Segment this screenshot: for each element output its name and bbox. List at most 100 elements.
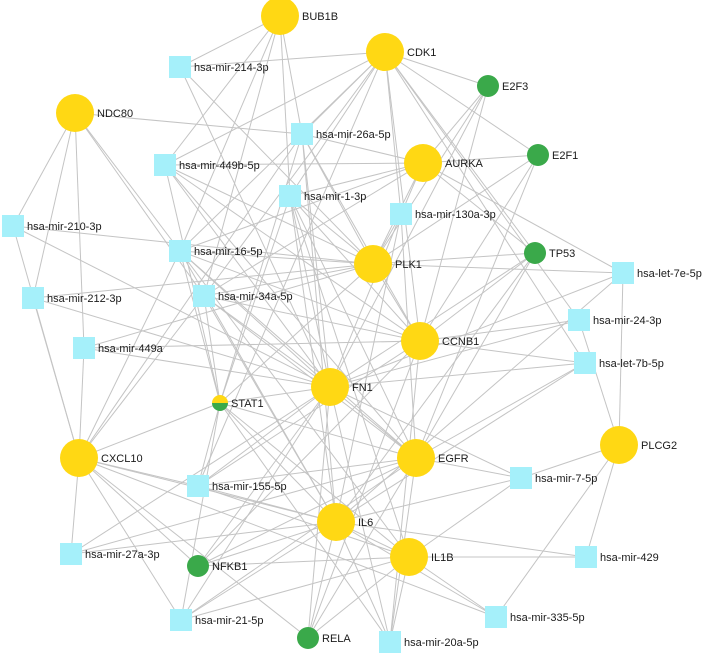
node-label: hsa-mir-214-3p: [194, 62, 269, 74]
edge-stat1-il6: [219, 402, 337, 523]
node-hsa-mir-24-3p[interactable]: hsa-mir-24-3p: [568, 309, 661, 331]
node-fn1[interactable]: FN1: [311, 368, 373, 406]
node-label: EGFR: [438, 453, 469, 465]
edge-e2f1-aurka: [422, 154, 539, 164]
node-hsa-mir-16-5p[interactable]: hsa-mir-16-5p: [169, 240, 262, 262]
edge-hsa-mir-26a-5p-aurka: [301, 133, 424, 164]
mirna-node-square: [279, 185, 301, 207]
node-ndc80[interactable]: NDC80: [56, 94, 133, 132]
node-label: hsa-mir-27a-3p: [85, 549, 160, 561]
edge-hsa-mir-449a-ndc80: [74, 112, 85, 349]
edge-nfkb1-cxcl10: [78, 457, 199, 567]
node-il1b[interactable]: IL1B: [390, 538, 454, 576]
node-hsa-let-7e-5p[interactable]: hsa-let-7e-5p: [612, 262, 702, 284]
node-egfr[interactable]: EGFR: [397, 439, 469, 477]
node-hsa-mir-210-3p[interactable]: hsa-mir-210-3p: [2, 215, 102, 237]
edge-hsa-mir-26a-5p-ccnb1: [301, 133, 421, 342]
node-label: hsa-mir-429: [600, 552, 659, 564]
edge-hsa-let-7b-5p-cdk1: [384, 51, 586, 364]
edge-hsa-mir-27a-3p-egfr: [70, 457, 417, 555]
gene-node-circle: [354, 245, 392, 283]
node-hsa-mir-429[interactable]: hsa-mir-429: [575, 546, 659, 568]
node-cdk1[interactable]: CDK1: [366, 33, 436, 71]
edge-hsa-mir-155-5p-il1b: [197, 485, 410, 558]
edge-hsa-mir-1-3p-il6: [289, 195, 337, 523]
mirna-node-square: [390, 203, 412, 225]
node-nfkb1[interactable]: NFKB1: [187, 555, 247, 577]
node-il6[interactable]: IL6: [317, 503, 373, 541]
node-label: hsa-let-7e-5p: [637, 268, 702, 280]
edge-hsa-mir-16-5p-bub1b: [179, 15, 281, 252]
edge-hsa-mir-214-3p-plk1: [179, 66, 374, 265]
node-hsa-mir-449b-5p[interactable]: hsa-mir-449b-5p: [154, 154, 260, 176]
node-hsa-mir-7-5p[interactable]: hsa-mir-7-5p: [510, 467, 597, 489]
edge-hsa-mir-34a-5p-cdk1: [203, 51, 386, 297]
node-bub1b[interactable]: BUB1B: [261, 0, 338, 35]
edge-stat1-hsa-mir-34a-5p: [203, 295, 221, 404]
node-hsa-let-7b-5p[interactable]: hsa-let-7b-5p: [574, 352, 664, 374]
node-rela[interactable]: RELA: [297, 627, 351, 649]
node-label: hsa-mir-34a-5p: [218, 291, 293, 303]
node-hsa-mir-1-3p[interactable]: hsa-mir-1-3p: [279, 185, 366, 207]
mirna-node-square: [485, 606, 507, 628]
node-label: STAT1: [231, 398, 264, 410]
edge-hsa-mir-1-3p-bub1b: [279, 15, 291, 197]
edge-nfkb1-egfr: [197, 457, 417, 567]
mirna-node-square: [187, 475, 209, 497]
node-label: hsa-mir-212-3p: [47, 293, 122, 305]
edge-hsa-let-7b-5p-fn1: [329, 362, 586, 388]
edge-tp53-cdk1: [384, 51, 536, 254]
node-hsa-mir-27a-3p[interactable]: hsa-mir-27a-3p: [60, 543, 160, 565]
edge-hsa-mir-26a-5p-bub1b: [279, 15, 303, 135]
node-hsa-mir-34a-5p[interactable]: hsa-mir-34a-5p: [193, 285, 293, 307]
edge-e2f1-cdk1: [384, 51, 539, 156]
edge-hsa-mir-449a-fn1: [83, 347, 331, 388]
node-label: NFKB1: [212, 561, 247, 573]
node-hsa-mir-21-5p[interactable]: hsa-mir-21-5p: [170, 609, 263, 631]
edge-e2f1-egfr: [415, 154, 539, 459]
edge-hsa-mir-449a-ccnb1: [83, 340, 421, 349]
mirna-node-square: [291, 123, 313, 145]
edge-tp53-fn1: [329, 252, 536, 388]
node-tp53[interactable]: TP53: [524, 242, 575, 264]
mirna-node-square: [575, 546, 597, 568]
mirna-node-square: [574, 352, 596, 374]
node-hsa-mir-26a-5p[interactable]: hsa-mir-26a-5p: [291, 123, 391, 145]
mirna-node-square: [170, 609, 192, 631]
gene-node-circle: [404, 144, 442, 182]
edge-hsa-mir-210-3p-plk1: [12, 225, 374, 265]
node-label: E2F1: [552, 150, 578, 162]
edge-tp53-plk1: [372, 252, 536, 265]
node-hsa-mir-214-3p[interactable]: hsa-mir-214-3p: [169, 56, 269, 78]
node-label: CXCL10: [101, 453, 143, 465]
edge-stat1-il1b: [219, 402, 410, 558]
node-hsa-mir-20a-5p[interactable]: hsa-mir-20a-5p: [379, 631, 479, 653]
tf-node-circle: [524, 242, 546, 264]
node-hsa-mir-155-5p[interactable]: hsa-mir-155-5p: [187, 475, 287, 497]
node-ccnb1[interactable]: CCNB1: [401, 322, 479, 360]
edge-stat1-plk1: [219, 263, 374, 404]
edge-hsa-mir-34a-5p-fn1: [203, 295, 331, 388]
edge-hsa-mir-20a-5p-fn1: [329, 386, 391, 643]
node-label: PLK1: [395, 259, 422, 271]
node-hsa-mir-212-3p[interactable]: hsa-mir-212-3p: [22, 287, 122, 309]
node-aurka[interactable]: AURKA: [404, 144, 484, 182]
node-cxcl10[interactable]: CXCL10: [60, 439, 143, 477]
node-hsa-mir-335-5p[interactable]: hsa-mir-335-5p: [485, 606, 585, 628]
gene-node-circle: [397, 439, 435, 477]
edge-hsa-mir-1-3p-fn1: [289, 195, 331, 388]
node-e2f3[interactable]: E2F3: [477, 75, 528, 97]
node-e2f1[interactable]: E2F1: [527, 144, 578, 166]
node-label: IL6: [358, 517, 373, 529]
node-plcg2[interactable]: PLCG2: [600, 426, 677, 464]
node-hsa-mir-130a-3p[interactable]: hsa-mir-130a-3p: [390, 203, 496, 225]
node-hsa-mir-449a[interactable]: hsa-mir-449a: [73, 337, 164, 359]
edge-hsa-mir-16-5p-il1b: [179, 250, 410, 558]
node-label: FN1: [352, 382, 373, 394]
node-stat1[interactable]: STAT1: [212, 395, 264, 411]
mirna-node-square: [60, 543, 82, 565]
edge-hsa-let-7b-5p-ccnb1: [419, 340, 586, 364]
node-plk1[interactable]: PLK1: [354, 245, 422, 283]
edge-hsa-mir-212-3p-cxcl10: [32, 297, 80, 459]
edge-hsa-mir-20a-5p-ccnb1: [389, 340, 421, 643]
